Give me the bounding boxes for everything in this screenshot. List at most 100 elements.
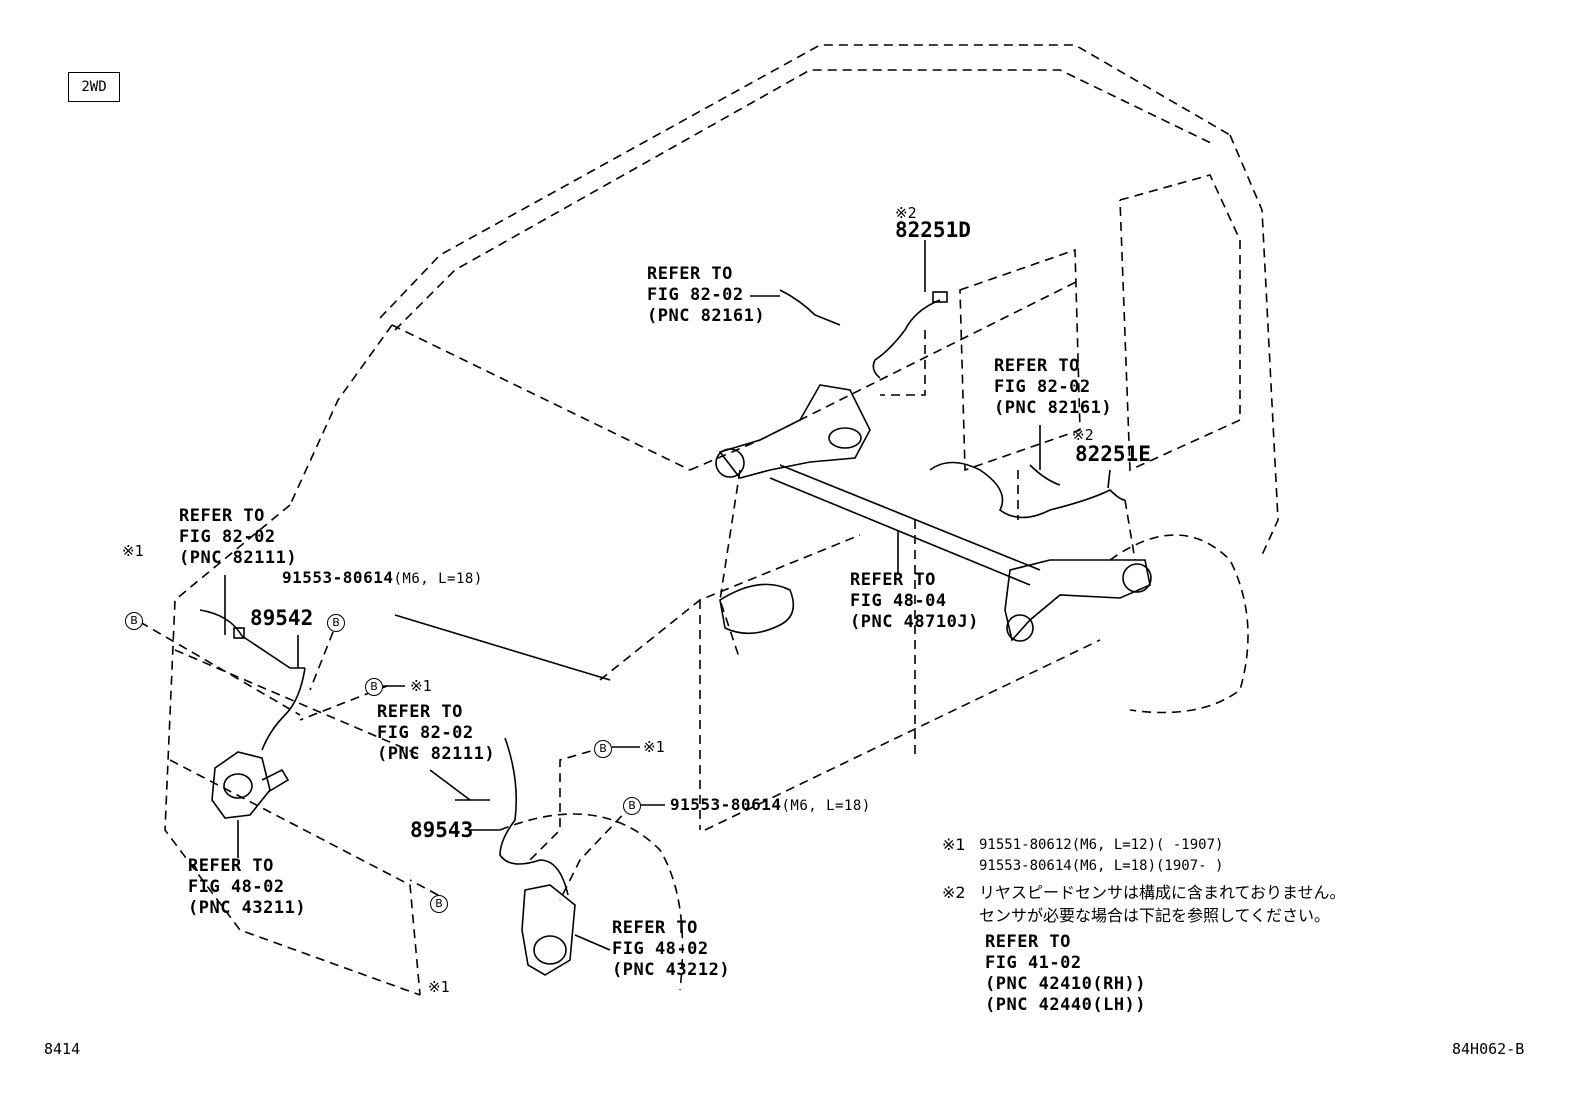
refer-block-82161-top[interactable]: REFER TO FIG 82-02 (PNC 82161)	[647, 264, 765, 327]
note-2-line-1: リヤスピードセンサは構成に含まれておりません。	[979, 883, 1346, 902]
leader-b5	[559, 804, 633, 901]
leader-eye	[719, 469, 741, 661]
refer-line: FIG 41-02	[985, 953, 1082, 973]
leader-b6	[409, 879, 439, 896]
refer-block-82161-right[interactable]: REFER TO FIG 82-02 (PNC 82161)	[994, 356, 1112, 419]
refer-block-43212[interactable]: REFER TO FIG 48-02 (PNC 43212)	[612, 918, 730, 981]
refer-line: REFER TO	[612, 918, 698, 938]
refer-line: (PNC 42410(RH))	[985, 974, 1147, 994]
rear-axle-beam-top	[779, 464, 1041, 571]
body-roof-inner	[394, 69, 1216, 331]
rear-left-bracket	[718, 384, 871, 479]
refer-line: FIG 82-02	[377, 723, 474, 743]
hood-line	[164, 504, 421, 996]
refer-block-82111-mid[interactable]: REFER TO FIG 82-02 (PNC 82111)	[377, 702, 495, 765]
refer-line: REFER TO	[647, 264, 733, 284]
refer-block-82111-left[interactable]: REFER TO FIG 82-02 (PNC 82111)	[179, 506, 297, 569]
part-89542[interactable]: 89542	[250, 606, 314, 630]
front-wheel-arch	[499, 813, 684, 991]
rear-right-sensor-wire	[929, 461, 1126, 519]
refer-line: (PNC 82161)	[647, 306, 766, 326]
bolt-upper[interactable]: 91553-80614(M6, L=18)	[282, 567, 483, 590]
refer-line: FIG 82-02	[179, 527, 276, 547]
refer-line: (PNC 48710J)	[850, 612, 979, 632]
refer-line: REFER TO	[850, 570, 936, 590]
front-right-hub	[533, 935, 567, 965]
bolt-lower[interactable]: 91553-80614(M6, L=18)	[670, 794, 871, 817]
x1-mark-upper: ※1	[410, 677, 432, 695]
rear-left-sensor-head	[932, 291, 948, 303]
figure-code-left: 8414	[44, 1040, 81, 1058]
front-left-knuckle	[211, 751, 271, 819]
part-82251e[interactable]: 82251E	[1075, 442, 1151, 466]
refer-line: REFER TO	[377, 702, 463, 722]
bolt-lower-part: 91553-80614	[670, 795, 782, 814]
note-2-refer-block[interactable]: REFER TO FIG 41-02 (PNC 42410(RH)) (PNC …	[985, 932, 1146, 1016]
part-89543[interactable]: 89543	[410, 818, 474, 842]
rear-right-hub	[1122, 563, 1152, 593]
body-rear-pillar	[1229, 134, 1279, 556]
front-left-arm	[261, 768, 290, 793]
bolt-lower-spec: (M6, L=18)	[781, 798, 871, 814]
part-82251d[interactable]: 82251D	[895, 218, 971, 242]
leader-82251e	[1107, 469, 1111, 489]
refer-line: (PNC 82111)	[377, 744, 496, 764]
refer-line: (PNC 43212)	[612, 960, 731, 980]
front-bumper	[169, 759, 421, 996]
b-marker: B	[327, 614, 345, 632]
refer-line: FIG 48-02	[612, 939, 709, 959]
note-1-mark: ※1	[942, 835, 966, 854]
drive-type-badge: 2WD	[68, 72, 120, 102]
refer-line: (PNC 82111)	[179, 548, 298, 568]
leader-b2	[309, 631, 334, 691]
rear-right-bracket	[1004, 559, 1151, 642]
b-marker: B	[623, 797, 641, 815]
refer-line: REFER TO	[994, 356, 1080, 376]
side-window	[959, 248, 1081, 472]
refer-block-43211[interactable]: REFER TO FIG 48-02 (PNC 43211)	[188, 856, 306, 919]
refer-line: FIG 82-02	[994, 377, 1091, 397]
b-marker: B	[594, 740, 612, 758]
refer-block-48710j[interactable]: REFER TO FIG 48-04 (PNC 48710J)	[850, 570, 979, 633]
x1-mark-bottom: ※1	[428, 978, 450, 996]
rear-top-mark: ※2	[895, 204, 917, 222]
leader-b1	[139, 621, 301, 716]
x1-mark-mid: ※1	[643, 738, 665, 756]
rear-right-mark: ※2	[1072, 426, 1094, 444]
refer-line: (PNC 43211)	[188, 898, 307, 918]
windshield-top	[391, 324, 691, 471]
door-mirror	[719, 583, 795, 635]
rear-door-window	[1119, 174, 1241, 472]
rear-left-harness	[779, 289, 841, 326]
refer-line: FIG 48-04	[850, 591, 947, 611]
refer-line: (PNC 82161)	[994, 398, 1113, 418]
leader-rear2	[1124, 499, 1136, 561]
front-left-sensor-wire	[261, 667, 306, 751]
refer-line: FIG 48-02	[188, 877, 285, 897]
rear-left-hub	[828, 427, 862, 449]
body-roof-outline	[379, 44, 1231, 319]
rear-right-bushing	[1006, 614, 1034, 642]
refer-line: REFER TO	[179, 506, 265, 526]
rear-left-bushing	[715, 448, 745, 478]
refer-line: (PNC 42440(LH))	[985, 995, 1147, 1015]
b-marker: B	[365, 678, 383, 696]
front-left-connector	[233, 627, 245, 639]
leader-b4	[529, 746, 606, 861]
front-right-sensor-wire	[499, 737, 569, 896]
figure-code-right: 84H062-B	[1452, 1040, 1525, 1058]
rear-wheel-arch	[1109, 534, 1249, 714]
note-1-line-1: 91551-80612(M6, L=12)( -1907)	[979, 837, 1224, 853]
b-marker: B	[430, 895, 448, 913]
wiper-blade	[394, 614, 611, 681]
leader-rear1	[880, 330, 926, 396]
rear-axle-beam-bot	[769, 477, 1031, 586]
front-left-harness	[199, 609, 305, 669]
bolt-upper-part: 91553-80614	[282, 568, 394, 587]
rocker-line	[704, 639, 1101, 831]
windshield-edge	[289, 324, 393, 506]
body-side-lower	[599, 534, 861, 681]
leader-refer7	[574, 934, 611, 951]
x1-mark-left: ※1	[122, 542, 144, 560]
